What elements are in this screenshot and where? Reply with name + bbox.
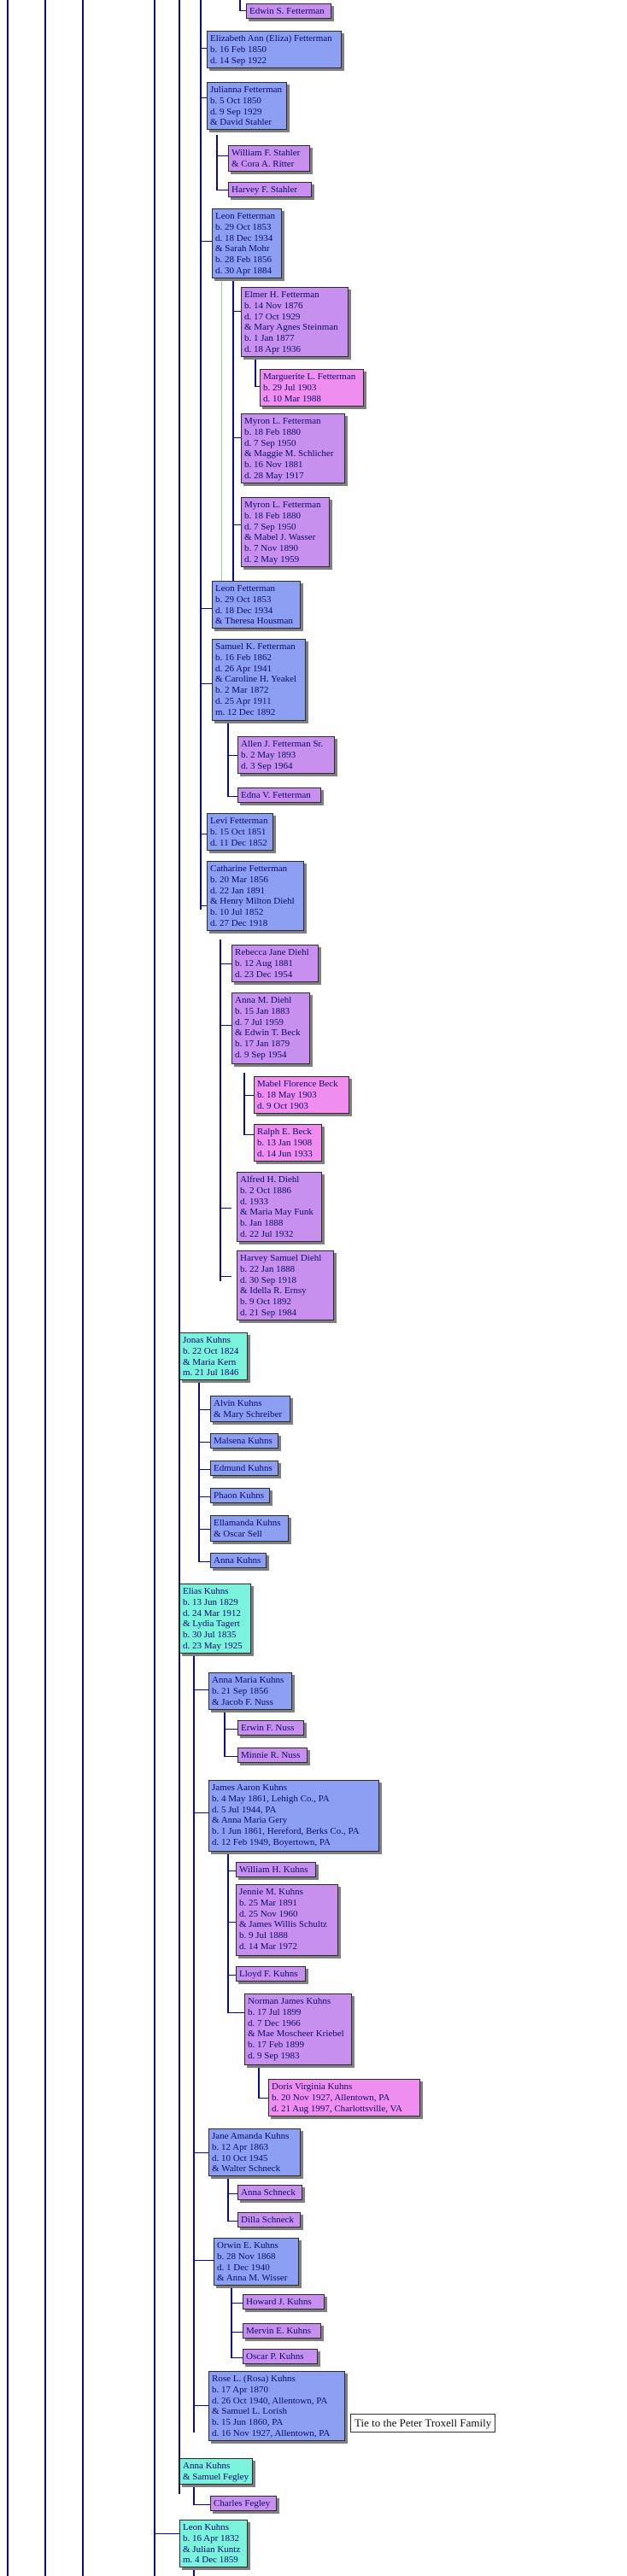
person-box[interactable]: Mabel Florence Beck b. 18 May 1903 d. 9 … xyxy=(254,1076,349,1114)
person-box[interactable]: Ellamanda Kuhns & Oscar Sell xyxy=(210,1515,289,1542)
person-box[interactable]: Minnie R. Nuss xyxy=(237,1748,308,1763)
person-box[interactable]: Jennie M. Kuhns b. 25 Mar 1891 d. 25 Nov… xyxy=(236,1884,338,1956)
person-box[interactable]: Orwin E. Kuhns b. 28 Nov 1868 d. 1 Dec 1… xyxy=(214,2238,299,2286)
person-box[interactable]: Rebecca Jane Diehl b. 12 Aug 1881 d. 23 … xyxy=(231,945,319,982)
person-box[interactable]: Myron L. Fetterman b. 18 Feb 1880 d. 7 S… xyxy=(241,497,330,567)
person-box[interactable]: William F. Stahler & Cora A. Ritter xyxy=(228,145,310,172)
person-box[interactable]: Allen J. Fetterman Sr. b. 2 May 1893 d. … xyxy=(237,736,335,774)
person-box[interactable]: Malsena Kuhns xyxy=(210,1433,278,1449)
person-box[interactable]: Elizabeth Ann (Eliza) Fetterman b. 16 Fe… xyxy=(207,31,342,68)
person-box[interactable]: Howard J. Kuhns xyxy=(243,2294,325,2310)
person-box[interactable]: Jane Amanda Kuhns b. 12 Apr 1863 d. 10 O… xyxy=(208,2128,301,2176)
person-box[interactable]: Erwin F. Nuss xyxy=(237,1720,304,1736)
person-box[interactable]: Harvey F. Stahler xyxy=(228,182,312,197)
person-box[interactable]: Anna Kuhns xyxy=(210,1553,267,1568)
person-box[interactable]: Anna Kuhns & Samuel Fegley xyxy=(179,2458,253,2485)
person-box[interactable]: Leon Fetterman b. 29 Oct 1853 d. 18 Dec … xyxy=(212,581,301,629)
person-box[interactable]: Phaon Kuhns xyxy=(210,1488,270,1503)
person-box[interactable]: Leon Fetterman b. 29 Oct 1853 d. 18 Dec … xyxy=(212,208,282,278)
person-box[interactable]: Harvey Samuel Diehl b. 22 Jan 1888 d. 30… xyxy=(237,1250,334,1320)
person-box[interactable]: Norman James Kuhns b. 17 Jul 1899 d. 7 D… xyxy=(244,1993,352,2065)
person-box[interactable]: Dilla Schneck xyxy=(237,2212,301,2228)
person-box[interactable]: Leon Kuhns b. 16 Apr 1832 & Julian Kuntz… xyxy=(179,2520,248,2567)
person-box[interactable]: Anna Maria Kuhns b. 21 Sep 1856 & Jacob … xyxy=(208,1672,292,1710)
person-box[interactable]: Julianna Fetterman b. 5 Oct 1850 d. 9 Se… xyxy=(207,82,287,130)
person-box[interactable]: William H. Kuhns xyxy=(236,1862,316,1877)
person-box[interactable]: Edmund Kuhns xyxy=(210,1461,278,1476)
person-box[interactable]: James Aaron Kuhns b. 4 May 1861, Lehigh … xyxy=(208,1780,379,1852)
tie-note: Tie to the Peter Troxell Family xyxy=(350,2414,496,2433)
person-box[interactable]: Edna V. Fetterman xyxy=(237,787,321,803)
person-box[interactable]: Ralph E. Beck b. 13 Jan 1908 d. 14 Jun 1… xyxy=(254,1124,322,1162)
person-box[interactable]: Edwin S. Fetterman xyxy=(246,3,331,19)
person-box[interactable]: Mervin E. Kuhns xyxy=(243,2323,321,2339)
person-box[interactable]: Marguerite L. Fetterman b. 29 Jul 1903 d… xyxy=(260,369,364,407)
person-box[interactable]: Samuel K. Fetterman b. 16 Feb 1862 d. 26… xyxy=(212,639,306,721)
person-box[interactable]: Levi Fetterman b. 15 Oct 1851 d. 11 Dec … xyxy=(207,813,273,851)
person-box[interactable]: Anna Schneck xyxy=(237,2185,302,2200)
person-box[interactable]: Anna M. Diehl b. 15 Jan 1883 d. 7 Jul 19… xyxy=(231,992,310,1064)
person-box[interactable]: Doris Virginia Kuhns b. 20 Nov 1927, All… xyxy=(268,2079,420,2116)
person-box[interactable]: Elmer H. Fetterman b. 14 Nov 1876 d. 17 … xyxy=(241,287,349,357)
person-box[interactable]: Lloyd F. Kuhns xyxy=(236,1966,306,1982)
person-box[interactable]: Jonas Kuhns b. 22 Oct 1824 & Maria Kern … xyxy=(179,1332,248,1380)
person-box[interactable]: Catharine Fetterman b. 20 Mar 1856 d. 22… xyxy=(207,861,304,931)
person-box[interactable]: Oscar P. Kuhns xyxy=(243,2349,318,2364)
person-box[interactable]: Alvin Kuhns & Mary Schreiber xyxy=(210,1396,290,1422)
person-box[interactable]: Elias Kuhns b. 13 Jun 1829 d. 24 Mar 191… xyxy=(179,1584,251,1654)
person-box[interactable]: Myron L. Fetterman b. 18 Feb 1880 d. 7 S… xyxy=(241,413,345,483)
person-box[interactable]: Rose L. (Rosa) Kuhns b. 17 Apr 1870 d. 2… xyxy=(208,2371,345,2441)
person-box[interactable]: Charles Fegley xyxy=(210,2496,277,2511)
person-box[interactable]: Alfred H. Diehl b. 2 Oct 1886 d. 1933 & … xyxy=(237,1172,322,1242)
